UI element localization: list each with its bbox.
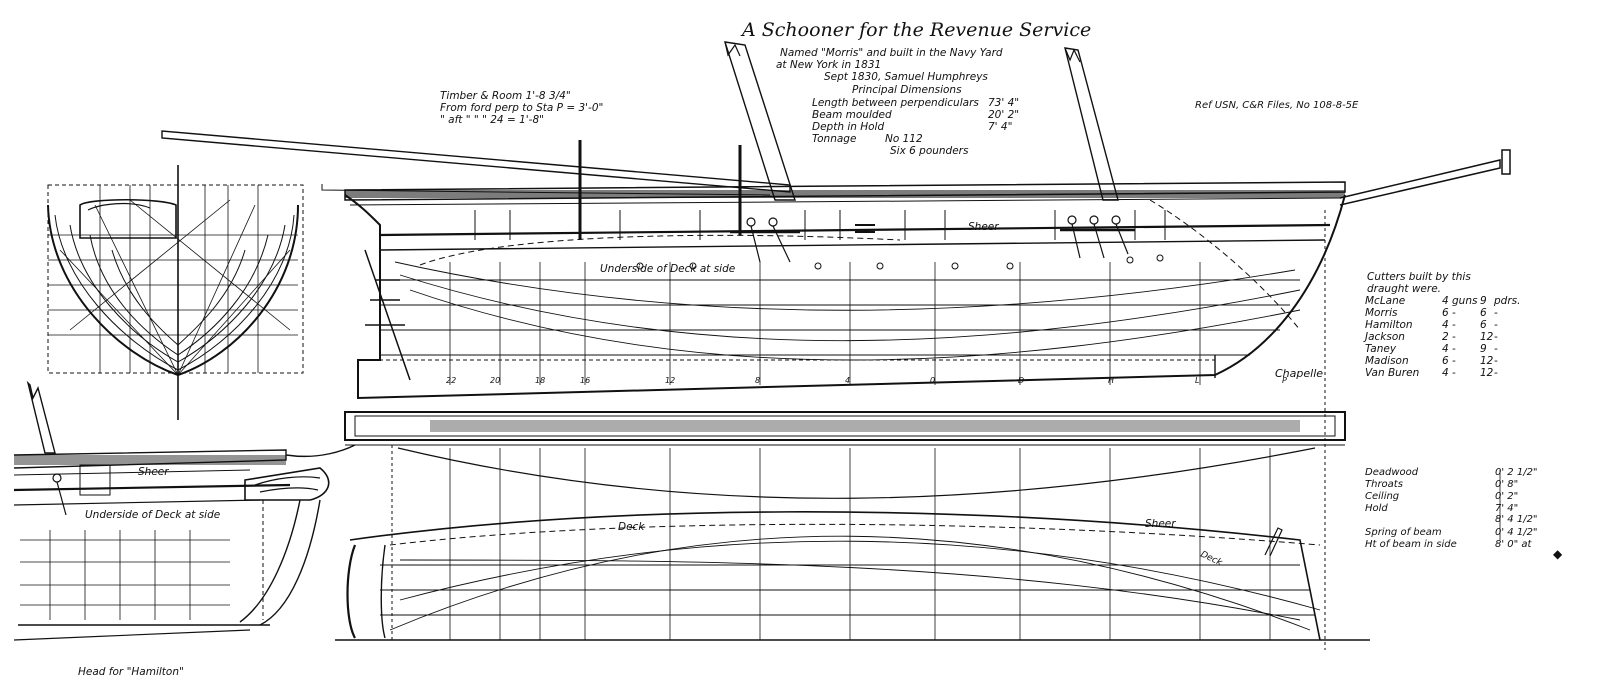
station-number: L [1195,376,1199,385]
station-number: H [1108,376,1114,385]
cutter-pdrs: 12 [1480,331,1494,343]
sheer-profile [344,181,1346,650]
note-line-1: Named "Morris" and built in the Navy Yar… [780,47,1003,59]
label-sheer-profile: Sheer [968,221,999,233]
cutter-name: Taney [1365,343,1397,355]
scantling-value: 7' 4" [1495,503,1518,514]
cutter-guns-unit: - [1452,343,1456,355]
label-deck-plan: Deck [618,521,645,533]
cutter-pdrs-unit: - [1494,355,1498,367]
station-numbers: 22 20 18 16 12 8 4 0 D H L P [446,376,1287,385]
timber-line-3: " aft " " " 24 = 1'-8" [440,114,544,126]
label-sheer-plan: Sheer [1145,518,1176,530]
drawing-title: A Schooner for the Revenue Service [740,19,1091,41]
scantling-label: Ht of beam in side [1365,539,1457,550]
scantling-label: Ceiling [1365,491,1399,502]
dim-label-beam: Beam moulded [812,109,892,121]
scantling-label: Throats [1365,479,1403,490]
scantling-value: 0' 4 1/2" [1495,527,1538,538]
cutter-guns-unit: - [1452,307,1456,319]
note-line-3: Sept 1830, Samuel Humphreys [824,71,988,83]
dim-value-beam: 20' 2" [988,109,1019,121]
cutters-heading-2: draught were. [1367,283,1441,295]
scantling-label: Hold [1365,503,1388,514]
dim-value-tonnage: No 112 [885,133,923,145]
cutter-pdrs: 12 [1480,355,1494,367]
dimensions-heading: Principal Dimensions [852,84,962,96]
note-line-2: at New York in 1831 [776,59,881,71]
cutter-guns: 4 [1442,343,1449,355]
cutter-pdrs-unit: - [1494,319,1498,331]
scantlings-table: Deadwood 0' 2 1/2" Throats 0' 8" Ceiling 0' 2… [1365,467,1538,550]
signature: Chapelle [1275,367,1323,380]
cutter-pdrs: 6 [1480,319,1487,331]
cutter-guns: 4 [1442,319,1449,331]
scantling-value: 8' 0" at [1495,539,1533,550]
guns-note: Six 6 pounders [890,145,969,157]
station-number: 12 [665,376,675,385]
reference-note: Ref USN, C&R Files, No 108-8-5E [1195,100,1359,111]
label-underside-deck-head: Underside of Deck at side [85,509,220,521]
cutter-guns-unit: - [1452,331,1456,343]
label-sheer-head: Sheer [138,466,169,478]
dim-value-length: 73' 4" [988,97,1019,109]
scantling-value: 0' 2" [1495,491,1518,502]
cutter-name: Hamilton [1365,319,1413,331]
beam-marker-icon: ◆ [1553,547,1563,561]
dim-label-length: Length between perpendiculars [812,97,979,109]
cutter-pdrs: 9 [1480,343,1487,355]
cutter-pdrs: 12 [1480,367,1494,379]
station-number: 22 [446,376,456,385]
half-breadth-plan [335,411,1370,641]
station-number: 8 [755,376,760,385]
cutter-guns: 4 [1442,295,1449,307]
cutter-guns: 6 [1442,307,1449,319]
scantling-value: 8' 4 1/2" [1495,514,1538,525]
cutter-pdrs: 6 [1480,307,1487,319]
body-plan [47,165,304,420]
cutter-pdrs: 9 [1480,295,1487,307]
timber-line-1: Timber & Room 1'-8 3/4" [440,90,571,102]
scantling-label: Deadwood [1365,467,1419,478]
head-caption: Head for "Hamilton" [78,666,184,678]
cutter-name: Van Buren [1365,367,1419,379]
station-number: 18 [535,376,545,385]
text-layer: A Schooner for the Revenue Service Named… [78,19,1563,678]
cutter-guns-unit: - [1452,319,1456,331]
cutter-guns-unit: guns [1452,295,1478,307]
station-number: 16 [580,376,590,385]
station-number: P [1282,376,1287,385]
cutter-guns: 4 [1442,367,1449,379]
station-number: 4 [845,376,850,385]
cutter-name: Morris [1365,307,1398,319]
cutter-pdrs-unit: - [1494,331,1498,343]
timber-line-2: From ford perp to Sta P = 3'-0" [440,102,603,114]
cutter-guns: 6 [1442,355,1449,367]
dim-label-depth: Depth in Hold [812,121,884,133]
head-detail [13,380,356,641]
cutter-pdrs-unit: - [1494,307,1498,319]
cutter-guns: 2 [1442,331,1449,343]
scantling-label: Spring of beam [1365,527,1442,538]
label-underside-deck: Underside of Deck at side [600,263,735,275]
cutter-name: McLane [1365,295,1405,307]
cutter-guns-unit: - [1452,355,1456,367]
station-number: 0 [930,376,935,385]
cutter-name: Jackson [1363,331,1405,343]
cutter-pdrs-unit: - [1494,367,1498,379]
station-number: D [1018,376,1024,385]
cutter-name: Madison [1365,355,1409,367]
dim-label-tonnage: Tonnage [812,133,856,145]
cutter-guns-unit: - [1452,367,1456,379]
scantling-value: 0' 8" [1495,479,1518,490]
station-number: 20 [490,376,500,385]
cutter-pdrs-unit: - [1494,343,1498,355]
cutter-pdrs-unit: pdrs. [1493,295,1520,307]
label-deck-small: Deck [1199,550,1224,569]
scantling-value: 0' 2 1/2" [1495,467,1538,478]
dim-value-depth: 7' 4" [988,121,1012,133]
cutters-heading-1: Cutters built by this [1367,271,1471,283]
